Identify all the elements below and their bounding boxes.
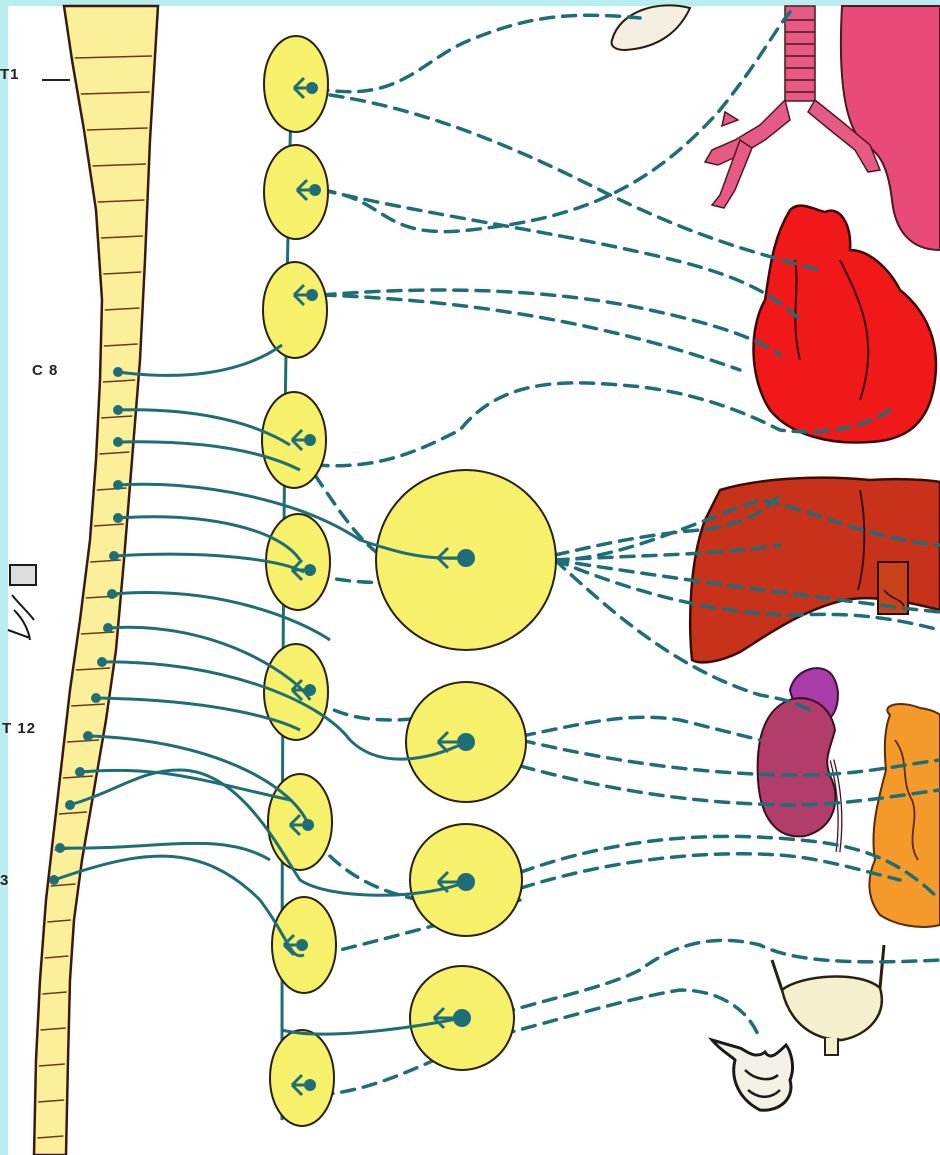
synapse-dot	[302, 819, 314, 831]
root-dot	[49, 875, 59, 885]
root-dot	[75, 767, 85, 777]
root-dot	[113, 405, 123, 415]
synapse-dot	[306, 289, 318, 301]
root-dot	[113, 513, 123, 523]
label-c8: C 8	[32, 362, 58, 379]
ganglion-3	[263, 262, 327, 358]
label-bottom: 3	[0, 872, 9, 889]
synapse-dot	[309, 184, 321, 196]
root-dot	[83, 731, 93, 741]
synapse-dot	[304, 1079, 316, 1091]
synapse-dot	[304, 684, 316, 696]
label-t1: T1	[0, 66, 20, 83]
synapse-dot	[304, 564, 316, 576]
root-dot	[113, 480, 123, 490]
paravertebral-ganglia	[262, 36, 336, 1126]
root-dot	[91, 693, 101, 703]
root-dot	[65, 800, 75, 810]
root-dot	[107, 589, 117, 599]
root-dot	[113, 367, 123, 377]
synapse-dot	[306, 82, 318, 94]
root-dot	[109, 551, 119, 561]
label-t12: T 12	[2, 720, 36, 737]
ganglion-9	[270, 1030, 334, 1126]
synapse-dot	[304, 434, 316, 446]
synapse-dot	[296, 939, 308, 951]
root-dot	[103, 623, 113, 633]
root-dot	[113, 437, 123, 447]
root-dot	[97, 657, 107, 667]
root-dot	[55, 843, 65, 853]
